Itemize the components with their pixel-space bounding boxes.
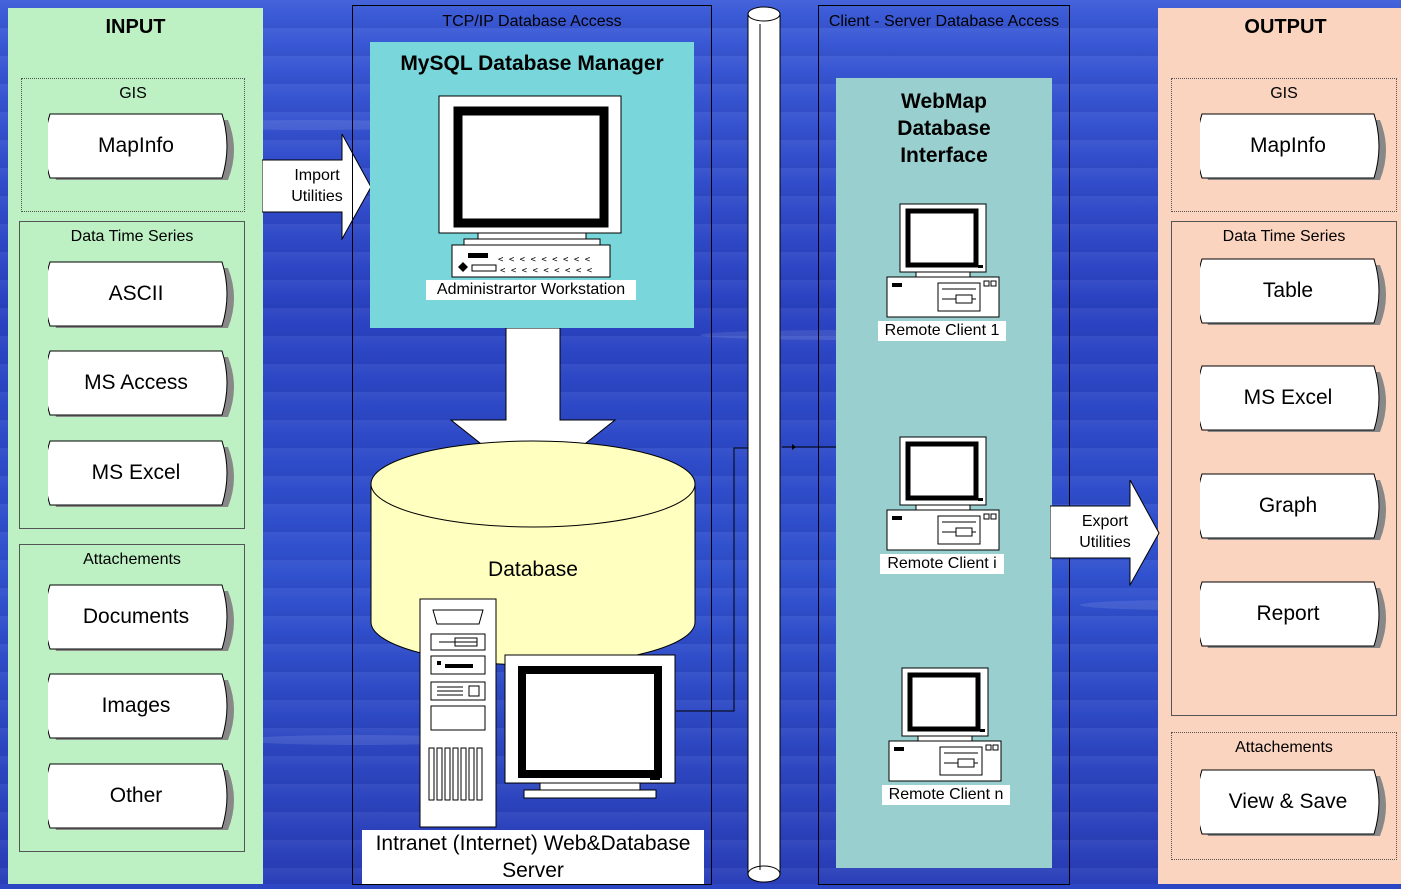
input-gis-group: GIS (21, 78, 245, 212)
tape-shape (48, 440, 234, 507)
import-arrow: Import Utilities (261, 133, 372, 241)
output-attachments-group: Attachements (1171, 732, 1397, 860)
remote-client-drawing (888, 667, 1002, 782)
network-bus (746, 4, 782, 884)
server-tower-icon (419, 598, 497, 828)
tape-shape (1200, 365, 1386, 432)
tape-shape (48, 673, 234, 740)
tape-shape (1200, 258, 1386, 325)
remote-client-drawing (886, 436, 1000, 551)
tape-shape (48, 261, 234, 328)
tape-shape (48, 113, 234, 180)
tape-label: MS Excel (91, 461, 181, 484)
tape-ascii: ASCII (48, 260, 238, 340)
input-time-series-group: Data Time Series (19, 221, 245, 529)
input-attachments-label: Attachements (83, 551, 181, 568)
background-streak (240, 735, 480, 745)
output-attachments-label: Attachements (1235, 739, 1333, 756)
tape-shape (48, 584, 234, 651)
tape-shape (1200, 581, 1386, 648)
tape-label: MS Excel (1243, 386, 1333, 409)
export-arrow-line2: Utilities (1079, 534, 1131, 551)
export-arrow: Export Utilities (1049, 479, 1160, 587)
output-time-series-label: Data Time Series (1222, 228, 1346, 245)
import-arrow-line2: Utilities (291, 188, 343, 205)
server-tower-drawing (419, 598, 497, 828)
tape-shape (48, 763, 234, 830)
workstation-drawing: < < < < < < < < < < < < < < < < < < (438, 95, 622, 278)
import-arrow-shape (261, 133, 372, 241)
bus-webmap-connector-line (782, 444, 838, 450)
import-arrow-line1: Import (294, 167, 340, 184)
tape-ms-excel-output: MS Excel (1200, 364, 1390, 444)
server-monitor-drawing (504, 654, 676, 799)
tape-table: Table (1200, 257, 1390, 337)
webmap-title-line1: WebMap (901, 90, 987, 113)
tape-shape (1200, 473, 1386, 540)
tape-shape (1200, 113, 1386, 180)
export-arrow-shape (1049, 479, 1160, 587)
bus-webmap-connector (782, 440, 840, 452)
tcp-ip-frame-label: TCP/IP Database Access (442, 13, 622, 30)
server-monitor-icon (504, 654, 676, 830)
tape-shape (48, 350, 234, 417)
tape-label: MS Access (84, 371, 188, 394)
remote-client-icon (888, 667, 1004, 783)
tape-documents: Documents (48, 583, 238, 663)
remote-client-caption: Remote Client n (882, 785, 1010, 805)
tape-ms-excel-input: MS Excel (48, 439, 238, 519)
database-label: Database (488, 558, 578, 581)
webmap-title-line3: Interface (900, 144, 988, 167)
remote-client-caption: Remote Client i (880, 554, 1004, 574)
tape-label: ASCII (108, 282, 164, 305)
tape-label: View & Save (1228, 790, 1348, 813)
mysql-manager-title: MySQL Database Manager (400, 52, 664, 75)
tape-other: Other (48, 762, 238, 842)
remote-client-caption: Remote Client 1 (878, 321, 1006, 341)
output-gis-group: GIS (1171, 78, 1397, 212)
tape-label: Other (109, 784, 163, 807)
input-title: INPUT (105, 16, 166, 38)
client-server-frame-label: Client - Server Database Access (828, 13, 1060, 30)
input-attachments-group: Attachements (19, 544, 245, 852)
workstation-caption: Administrartor Workstation (426, 280, 636, 300)
tape-shape (1200, 769, 1386, 836)
output-title: OUTPUT (1244, 16, 1327, 38)
tape-view-save: View & Save (1200, 768, 1390, 848)
tape-images: Images (48, 672, 238, 752)
workstation-icon: < < < < < < < < < < < < < < < < < < (438, 95, 622, 280)
export-arrow-line1: Export (1081, 513, 1129, 530)
remote-client-icon (886, 436, 1002, 552)
svg-text:< < < < < < < < <: < < < < < < < < < (500, 266, 593, 276)
svg-text:< < < < < < < < <: < < < < < < < < < (498, 255, 591, 265)
network-bus-shape (747, 6, 781, 883)
output-gis-label: GIS (1270, 85, 1298, 102)
remote-client-icon (886, 203, 1002, 319)
tape-ms-access: MS Access (48, 349, 238, 429)
background-streak (180, 120, 440, 130)
tape-mapinfo-output: MapInfo (1200, 112, 1390, 192)
tape-label: Images (101, 694, 171, 717)
input-time-series-label: Data Time Series (70, 228, 194, 245)
server-bus-connector-line (676, 445, 752, 712)
tape-label: MapInfo (1250, 134, 1326, 157)
webmap-title-line2: Database (897, 117, 991, 140)
tape-label: Documents (82, 605, 190, 628)
remote-client-drawing (886, 203, 1000, 318)
server-bus-connector (676, 440, 752, 715)
tape-report: Report (1200, 580, 1390, 660)
tape-label: Table (1262, 279, 1314, 302)
output-time-series-group: Data Time Series (1171, 221, 1397, 716)
tape-mapinfo-input: MapInfo (48, 112, 238, 192)
tape-label: MapInfo (98, 134, 174, 157)
tape-label: Report (1256, 602, 1320, 625)
tape-label: Graph (1258, 494, 1318, 517)
server-caption: Intranet (Internet) Web&Database Server (362, 830, 704, 884)
tape-graph: Graph (1200, 472, 1390, 552)
input-gis-label: GIS (119, 85, 147, 102)
